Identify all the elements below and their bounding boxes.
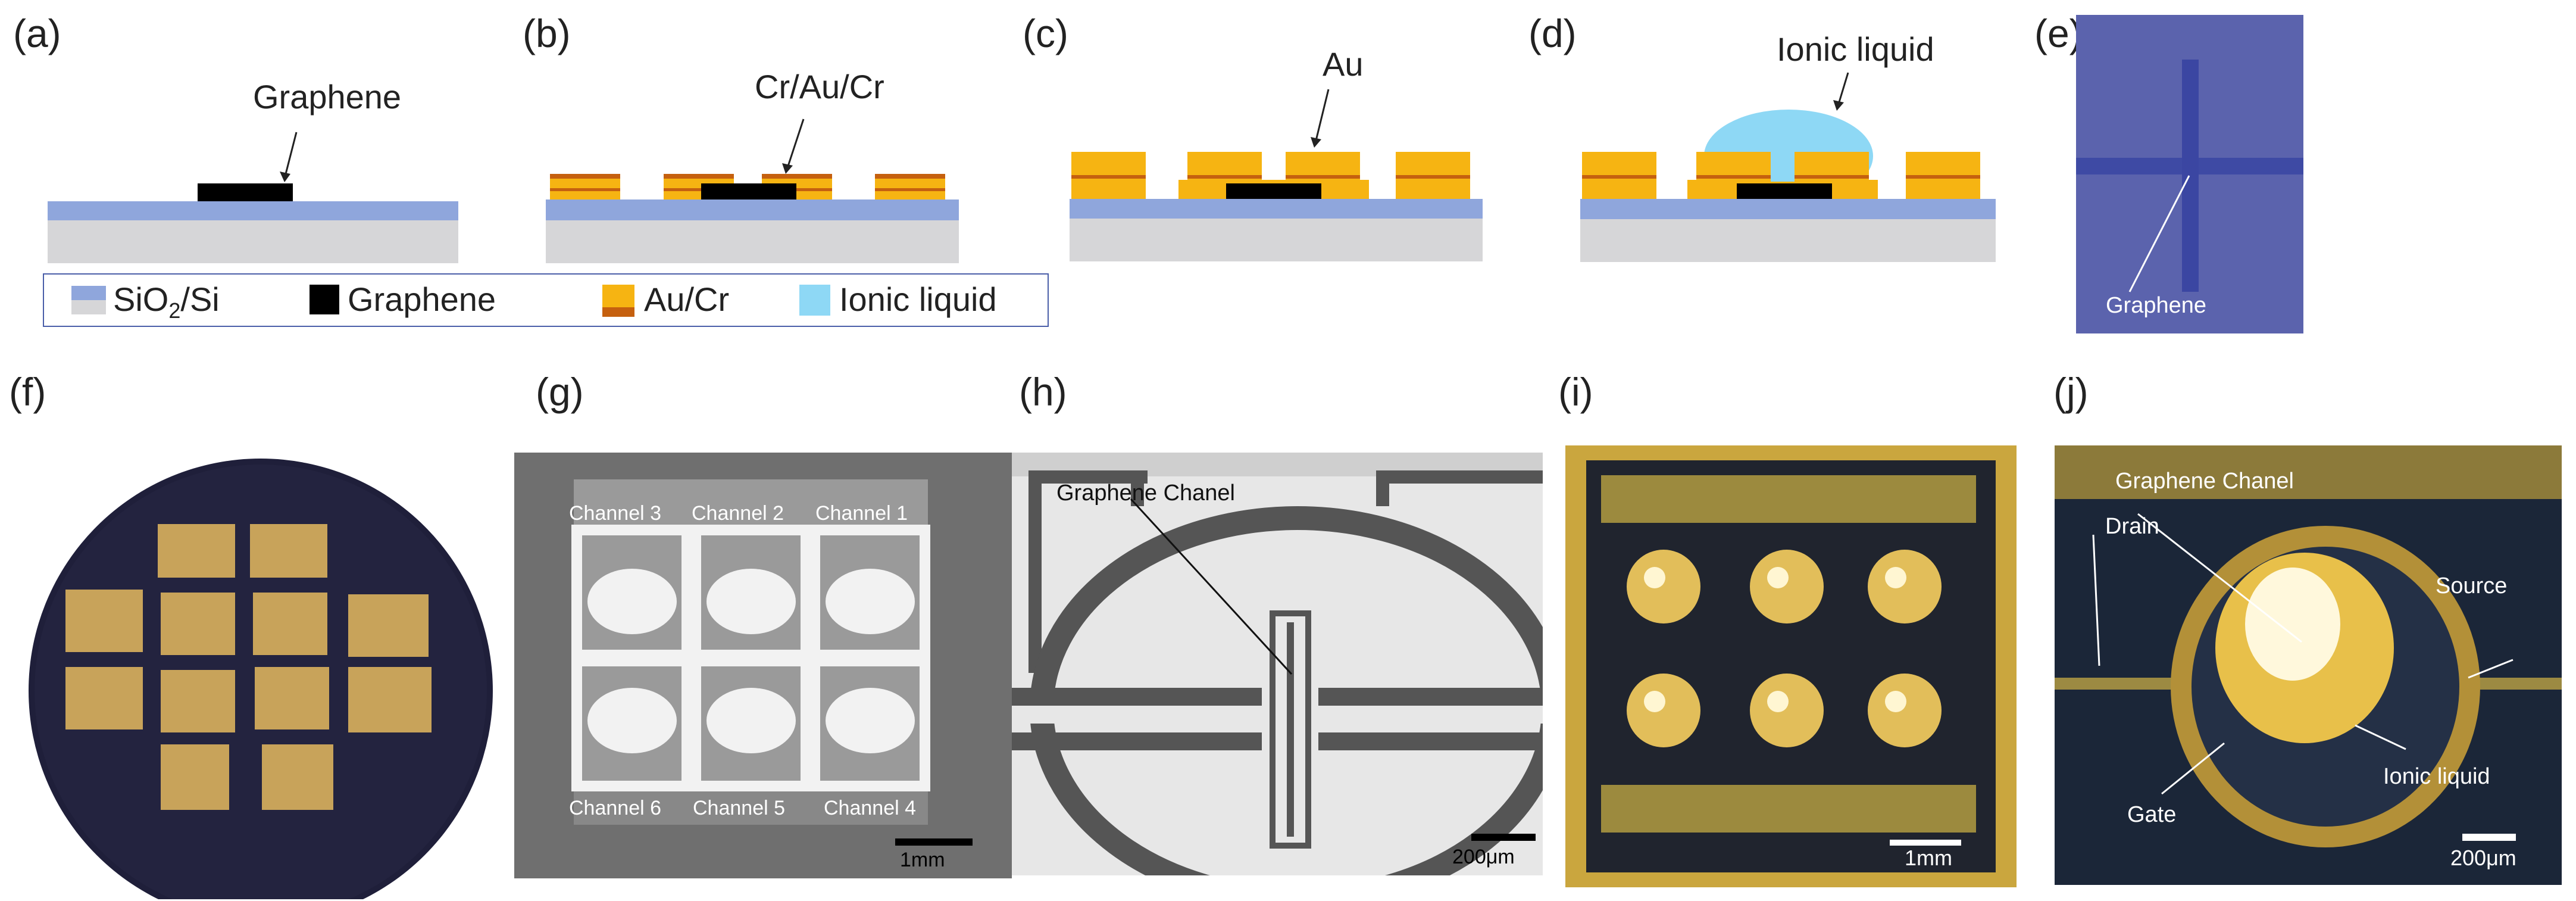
channel-label-6: Channel 6 xyxy=(569,797,661,819)
panel-h-sem: Graphene Chanel 200μm xyxy=(1012,453,1543,875)
panel-label-e: (e) xyxy=(2034,11,2083,55)
sio2-text: SiO xyxy=(113,280,169,318)
label-graphene-chanel: Graphene Chanel xyxy=(2115,469,2294,494)
callout-arrow xyxy=(1837,72,1849,107)
label-ionic-liquid: Ionic liquid xyxy=(2383,764,2490,789)
graphene-vertical-strip xyxy=(2182,60,2199,292)
graphene-label-e: Graphene xyxy=(2106,293,2206,318)
chip-body xyxy=(574,479,928,819)
scale-bar xyxy=(1471,834,1536,841)
si-substrate xyxy=(546,220,959,263)
callout-ionic-liquid: Ionic liquid xyxy=(1777,30,1934,68)
panel-label-f: (f) xyxy=(9,370,46,414)
callout-arrow xyxy=(283,132,298,179)
legend-swatch-graphene xyxy=(310,285,339,314)
panel-a-diagram xyxy=(48,132,458,263)
scale-label-i: 1mm xyxy=(1905,846,1952,870)
callout-cr-au-cr: Cr/Au/Cr xyxy=(755,68,884,105)
label-source: Source xyxy=(2436,573,2507,598)
sio2-layer xyxy=(546,199,959,220)
panel-e-micrograph: Graphene xyxy=(2076,15,2303,333)
scale-label-j: 200μm xyxy=(2450,846,2516,870)
sio2-layer xyxy=(1070,199,1483,219)
panel-j-optical: Graphene Chanel Drain Source Ionic liqui… xyxy=(2055,445,2562,885)
graphene-flake xyxy=(1226,183,1321,199)
channel-label-2: Channel 2 xyxy=(692,502,784,525)
legend-swatch-sio2 xyxy=(71,286,106,314)
si-substrate xyxy=(48,220,458,263)
channel-label-4: Channel 4 xyxy=(824,797,916,819)
graphene-flake xyxy=(198,183,293,201)
label-gate: Gate xyxy=(2127,802,2176,827)
si-substrate xyxy=(1070,219,1483,261)
panel-c-diagram xyxy=(1070,89,1483,261)
legend-label-graphene: Graphene xyxy=(348,280,496,318)
legend-label-ionic: Ionic liquid xyxy=(839,280,997,318)
callout-au: Au xyxy=(1323,45,1364,83)
sio2-layer xyxy=(48,201,458,220)
channel-label-1: Channel 1 xyxy=(815,502,908,525)
legend-swatch-aucr xyxy=(602,285,634,317)
scale-bar xyxy=(1890,840,1961,846)
sio2-suffix: /Si xyxy=(180,280,220,318)
callout-graphene-a: Graphene xyxy=(253,78,402,116)
legend-label-aucr: Au/Cr xyxy=(644,280,730,318)
gold-droplets xyxy=(1627,550,1942,747)
scale-label-h: 200μm xyxy=(1452,846,1515,868)
panel-g-sem: Channel 3 Channel 2 Channel 1 Channel 6 … xyxy=(514,453,1012,878)
sio2-subscript: 2 xyxy=(168,298,181,323)
panel-b-diagram xyxy=(546,119,959,263)
graphene-flake xyxy=(1737,183,1832,199)
channel-label-3: Channel 3 xyxy=(569,502,661,525)
callout-arrow xyxy=(786,119,805,170)
panel-label-g: (g) xyxy=(536,370,584,414)
panel-label-j: (j) xyxy=(2053,370,2089,414)
panel-i-optical: 1mm xyxy=(1565,445,2017,887)
panel-f-wafer xyxy=(0,441,512,899)
panel-label-i: (i) xyxy=(1558,370,1593,414)
panel-label-c: (c) xyxy=(1023,11,1068,55)
si-substrate xyxy=(1580,219,1996,262)
scale-bar xyxy=(2462,834,2516,841)
legend-box xyxy=(43,273,1049,327)
legend-label-sio2: SiO2/Si xyxy=(113,280,220,323)
label-drain: Drain xyxy=(2105,514,2159,539)
graphene-channel xyxy=(1270,610,1311,849)
panel-label-h: (h) xyxy=(1019,370,1067,414)
graphene-flake xyxy=(701,183,796,199)
callout-graphene-chanel-h: Graphene Chanel xyxy=(1056,481,1235,506)
panel-label-a: (a) xyxy=(13,11,61,55)
panel-label-d: (d) xyxy=(1528,11,1577,55)
scale-bar xyxy=(895,838,973,846)
panel-d-diagram xyxy=(1580,72,1996,262)
legend-swatch-ionic xyxy=(799,285,830,316)
sio2-layer xyxy=(1580,199,1996,219)
channel-label-5: Channel 5 xyxy=(693,797,785,819)
callout-arrow xyxy=(1314,89,1330,144)
scale-label-g: 1mm xyxy=(900,849,945,871)
panel-label-b: (b) xyxy=(523,11,571,55)
